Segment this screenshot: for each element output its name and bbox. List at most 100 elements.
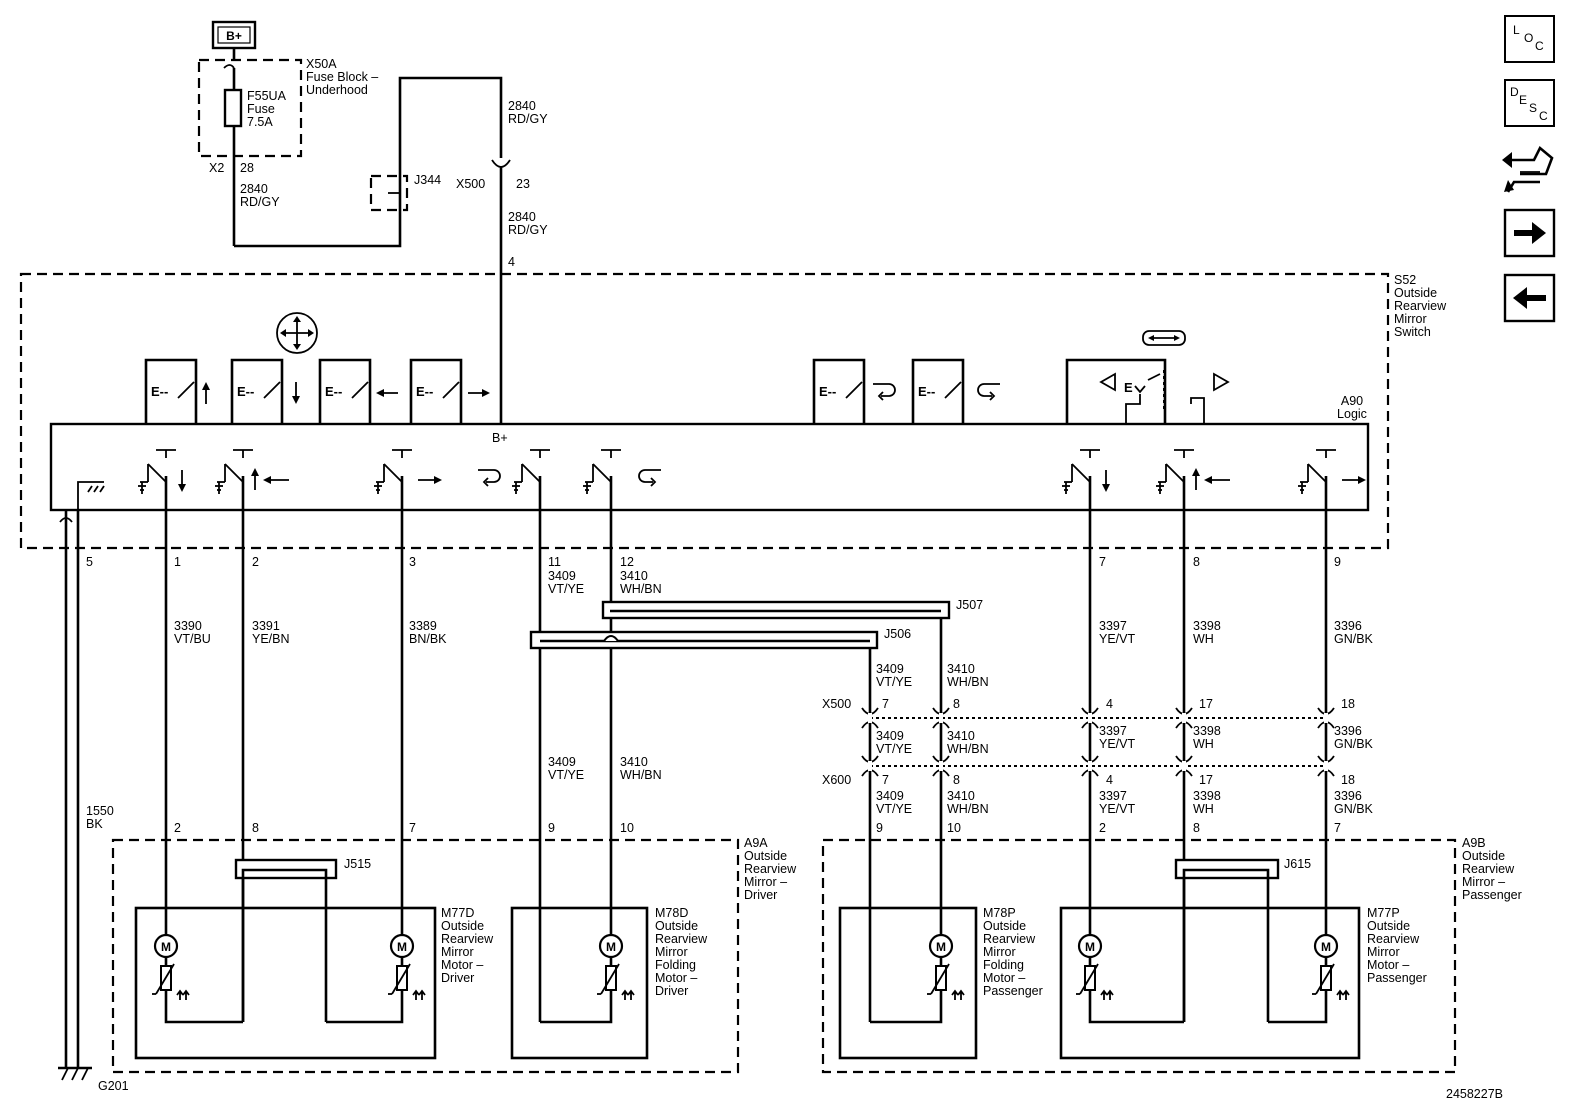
desc-letter-d: D [1510, 85, 1519, 99]
label-3391: 3391 [252, 619, 280, 633]
previous-arrow-icon[interactable] [1503, 273, 1556, 323]
splice-j615: J615 [1284, 857, 1311, 871]
circuit-labels: 3390 VT/BU 3391 YE/BN 3389 BN/BK 3409 VT… [86, 569, 1374, 831]
x500-pin-23: 23 [516, 177, 530, 191]
label-3410-d-color: WH/BN [947, 742, 989, 756]
switch-pins: 5 1 2 3 11 12 7 8 9 [59, 510, 1341, 1068]
m77p-label-5: Passenger [1367, 971, 1427, 985]
m78p-id: M78P [983, 906, 1016, 920]
fuse-rating: 7.5A [247, 115, 273, 129]
pin-3: 3 [409, 555, 416, 569]
label-3397-b-color: YE/VT [1099, 737, 1135, 751]
next-arrow-icon[interactable] [1503, 208, 1556, 258]
m77p-id: M77P [1367, 906, 1400, 920]
label-3398-b: 3398 [1193, 724, 1221, 738]
motor-icon: M [597, 933, 635, 1000]
switch-label-2: Rearview [1394, 299, 1447, 313]
logic-bplus: B+ [492, 431, 508, 445]
pin-11: 11 [548, 555, 561, 569]
label-3398-a: 3398 [1193, 619, 1221, 633]
driver-pin-9: 9 [548, 821, 555, 835]
fuse-id: F55UA [247, 89, 287, 103]
passenger-id: A9B [1462, 836, 1486, 850]
switch-unfold-glyph: E-- [918, 384, 935, 399]
driver-id: A9A [744, 836, 768, 850]
fuse-connector: X2 [209, 161, 224, 175]
m78p-label-5: Motor – [983, 971, 1025, 985]
pin-12: 12 [620, 555, 634, 569]
connector-icon[interactable] [1501, 140, 1559, 196]
m78p-label-4: Folding [983, 958, 1024, 972]
x600-pin-7: 7 [882, 773, 889, 787]
logic-output-switch [374, 449, 442, 494]
feed-wire: J344 2840 RD/GY X500 23 2840 RD/GY 4 [234, 76, 548, 424]
label-3410-e: 3410 [947, 789, 975, 803]
motor-glyph: M [1321, 940, 1331, 954]
switch-id: S52 [1394, 273, 1416, 287]
label-3397-a-color: YE/VT [1099, 632, 1135, 646]
motor-m78p-box [838, 906, 978, 1060]
connector-gap [1088, 761, 1092, 771]
passenger-label-1: Outside [1462, 849, 1505, 863]
switch-right-glyph: E-- [416, 384, 433, 399]
motor-m77p-box [1059, 906, 1361, 1060]
label-3389-color: BN/BK [409, 632, 447, 646]
label-3398-a-color: WH [1193, 632, 1214, 646]
passenger-pin-10: 10 [947, 821, 961, 835]
x600-pin-8: 8 [953, 773, 960, 787]
logic-output-switch [1062, 449, 1110, 494]
motor-glyph: M [606, 940, 616, 954]
label-3410-a: 3410 [620, 569, 648, 583]
label-3398-c-color: WH [1193, 802, 1214, 816]
splice-j515: J515 [344, 857, 371, 871]
driver-pin-2: 2 [174, 821, 181, 835]
fuse-block-x50a: F55UA Fuse 7.5A X50A Fuse Block – Underh… [197, 57, 378, 246]
label-3389: 3389 [409, 619, 437, 633]
m77d-label-2: Rearview [441, 932, 494, 946]
m78d-label-3: Mirror [655, 945, 688, 959]
logic-output-switch [138, 449, 186, 494]
x600-pin-4: 4 [1106, 773, 1113, 787]
m77d-label-3: Mirror [441, 945, 474, 959]
passenger-label-3: Mirror – [1462, 875, 1505, 889]
splice-j344: J344 [414, 173, 441, 187]
driver-pin-7: 7 [409, 821, 416, 835]
x600-label: X600 [822, 773, 851, 787]
m78p-label-6: Passenger [983, 984, 1043, 998]
inline-connectors: X500 X600 7 8 4 17 18 7 8 4 17 18 [822, 697, 1355, 787]
pin-5: 5 [86, 555, 93, 569]
m78d-label-1: Outside [655, 919, 698, 933]
fuse-f55ua [223, 88, 243, 128]
label-3410-e-color: WH/BN [947, 802, 989, 816]
desc-icon[interactable]: D E S C [1504, 79, 1555, 127]
x500-pin-8: 8 [953, 697, 960, 711]
m77d-label-4: Motor – [441, 958, 483, 972]
label-3409-e: 3409 [876, 789, 904, 803]
connector-gap [1324, 713, 1328, 723]
connector-gap [939, 761, 943, 771]
feed-color-3: RD/GY [508, 223, 548, 237]
x500-pin-7: 7 [882, 697, 889, 711]
desc-letter-s: S [1529, 101, 1537, 115]
motor-glyph: M [936, 940, 946, 954]
x600-pin-17: 17 [1199, 773, 1213, 787]
motor-icon: M [927, 933, 965, 1000]
mirror-switch-s52: S52 Outside Rearview Mirror Switch E-- [19, 272, 1447, 550]
switch-left-glyph: E-- [325, 384, 342, 399]
loc-letter-c: C [1535, 39, 1544, 53]
connector-gap [1182, 713, 1186, 723]
fuse-block-id: X50A [306, 57, 337, 71]
m78d-label-4: Folding [655, 958, 696, 972]
label-3409-b-color: VT/YE [548, 768, 584, 782]
label-3398-b-color: WH [1193, 737, 1214, 751]
loc-icon[interactable]: L O C [1504, 15, 1555, 63]
logic-switch-group [138, 449, 1366, 494]
connector-gap [1324, 761, 1328, 771]
feed-circuit-1: 2840 [240, 182, 268, 196]
label-1550-color: BK [86, 817, 103, 831]
passenger-pin-9: 9 [876, 821, 883, 835]
circuit-wires [164, 476, 1328, 1022]
left-right-icon [1142, 330, 1186, 346]
motor-glyph: M [161, 940, 171, 954]
logic-label: Logic [1337, 407, 1367, 421]
